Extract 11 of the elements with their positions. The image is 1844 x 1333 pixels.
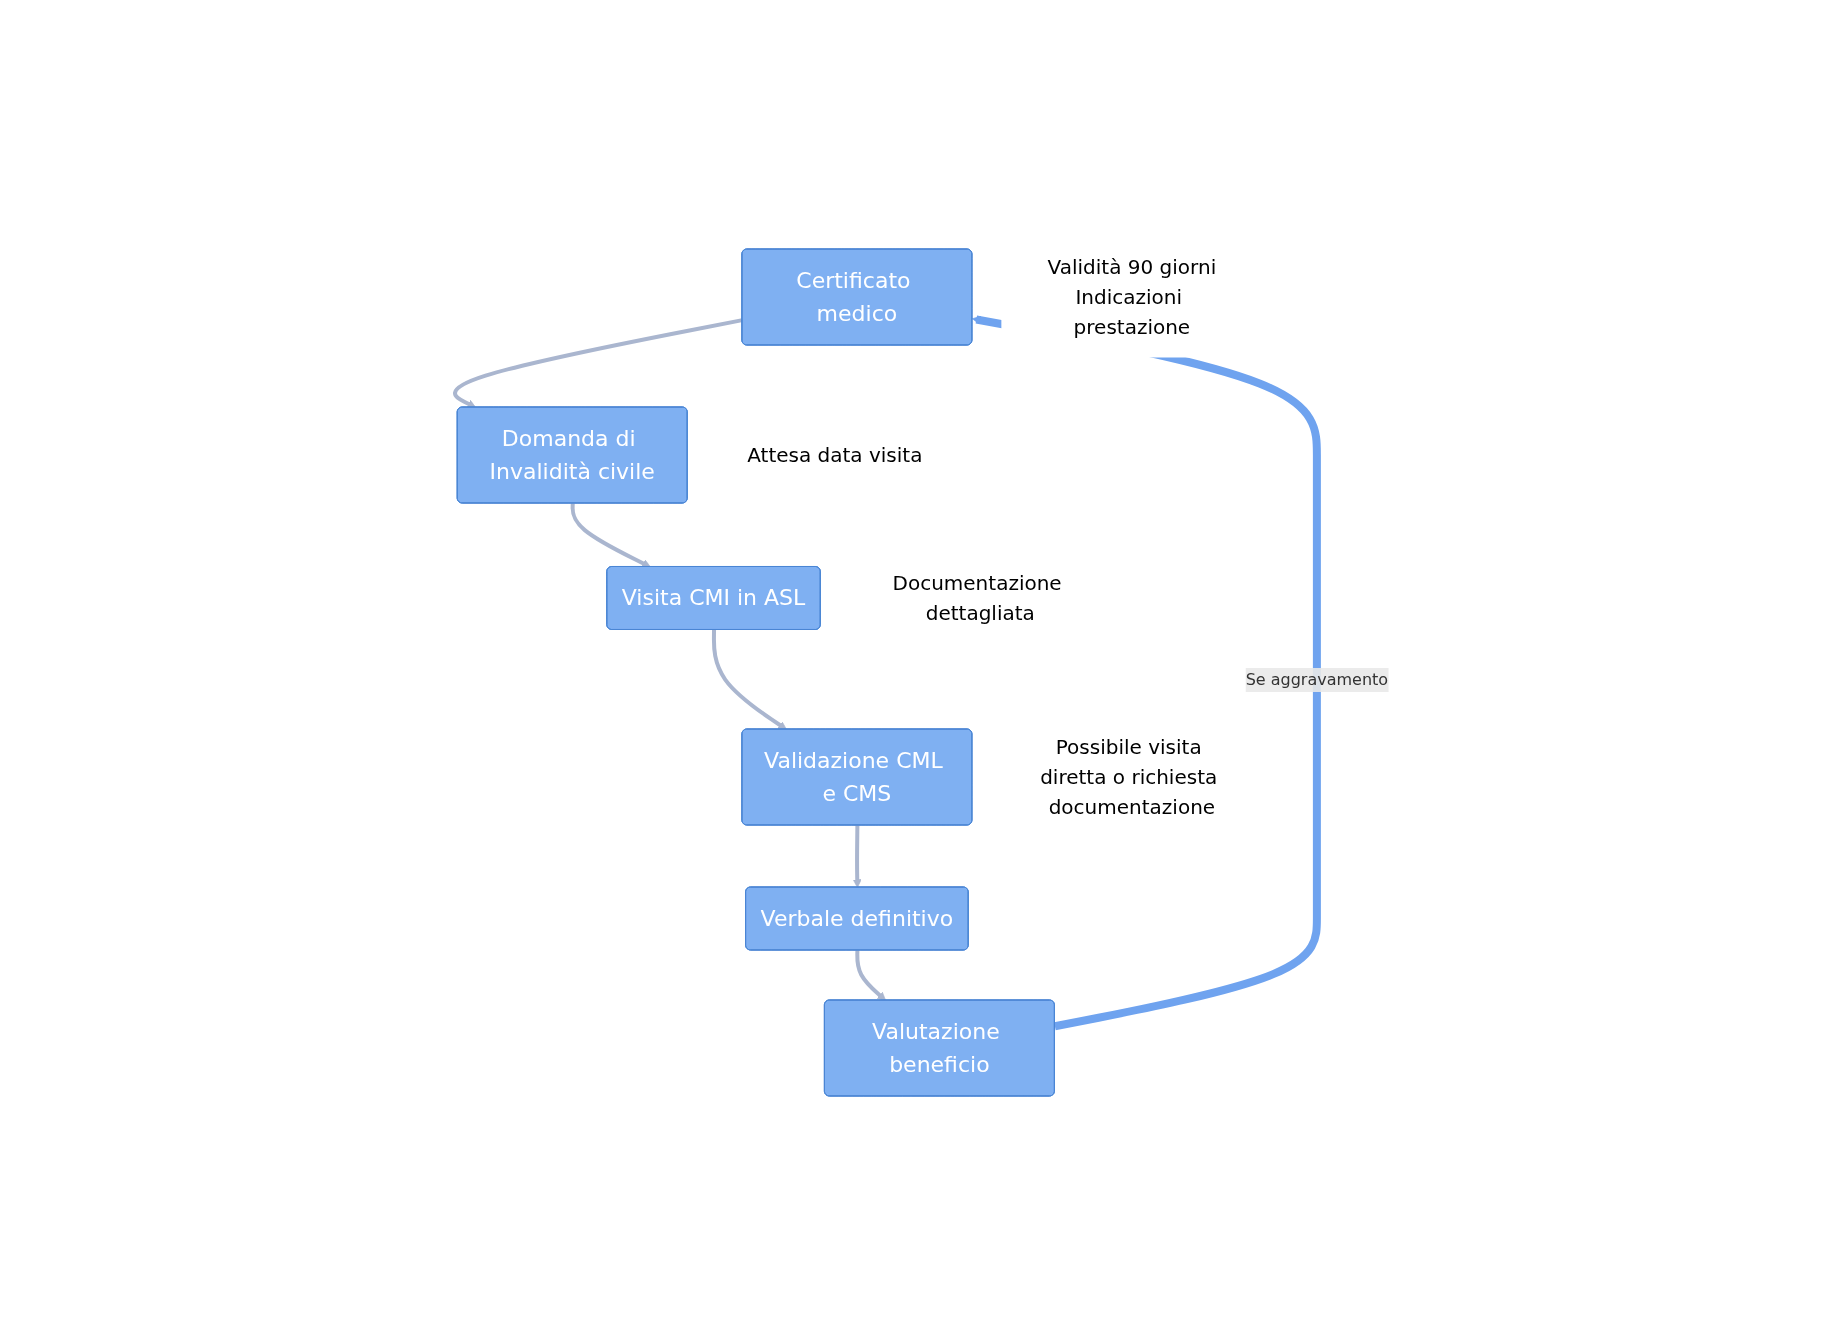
node-label: Validità 90 giorni xyxy=(1048,255,1217,279)
arrow xyxy=(712,629,788,730)
arrow xyxy=(453,318,744,408)
edge-label: Se aggravamento xyxy=(1246,669,1389,689)
node-label: Possibile visita diretta o richiesta documentazione xyxy=(1040,734,1218,819)
node-label: Documentazione dettagliata xyxy=(892,570,1063,625)
arrow xyxy=(853,825,863,888)
arrow xyxy=(571,503,652,568)
arrow xyxy=(855,950,887,1001)
node-label: Indicazioni prestazione xyxy=(1074,285,1191,339)
node-label: Attesa data visita xyxy=(747,443,923,467)
